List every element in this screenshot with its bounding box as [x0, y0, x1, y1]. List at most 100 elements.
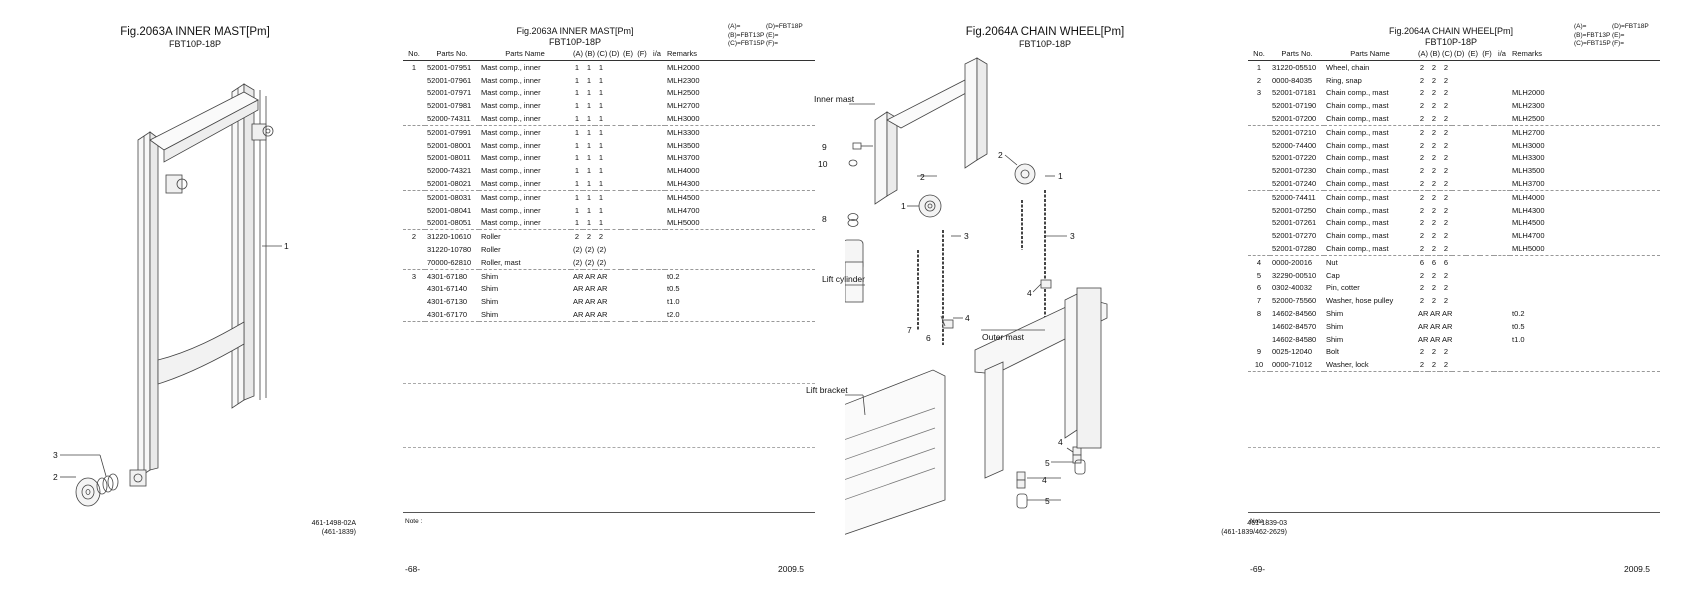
- part-number: 0000-71012: [1270, 358, 1324, 373]
- qty-d: [1452, 152, 1466, 165]
- issue-date: 2009.5: [778, 564, 804, 574]
- qty-f: [1480, 242, 1494, 256]
- interchangeability: [1494, 242, 1510, 256]
- col-ia: i/a: [1494, 47, 1510, 61]
- row-number: [403, 99, 425, 112]
- interchangeability: [649, 216, 665, 231]
- figure-title: Fig.2063A INNER MAST[Pm] FBT10P-18P: [95, 26, 295, 49]
- remarks: MLH3500: [1512, 166, 1545, 176]
- qty-e: [1466, 229, 1480, 242]
- qty-a: 1: [574, 140, 580, 150]
- qty-f: [635, 61, 649, 74]
- qty-b: 1: [583, 216, 595, 231]
- qty-c: 2: [1443, 140, 1449, 150]
- remarks: MLH2500: [667, 88, 700, 98]
- remarks: t1.0: [667, 297, 680, 307]
- qty-a: AR: [573, 297, 583, 307]
- qty-c: 1: [598, 88, 604, 98]
- figure-title: Fig.2064A CHAIN WHEEL[Pm] FBT10P-18P: [945, 26, 1145, 49]
- blank-row-divider: [403, 383, 815, 384]
- qty-b: 1: [586, 88, 592, 98]
- remarks: MLH2300: [1512, 101, 1545, 111]
- qty-b: 2: [1431, 101, 1437, 111]
- row-number: 10: [1248, 358, 1270, 373]
- qty-a: 1: [574, 166, 580, 176]
- part-number: 52001-07981: [427, 101, 472, 111]
- qty-b: 1: [586, 205, 592, 215]
- remarks: [1510, 74, 1660, 87]
- part-name: Mast comp., inner: [481, 140, 541, 150]
- qty-b: 2: [1428, 112, 1440, 126]
- note-divider: [403, 512, 815, 513]
- qty-f: [1480, 229, 1494, 242]
- qty-e: [1466, 346, 1480, 359]
- qty-f: [635, 269, 649, 282]
- part-name: Mast comp., inner: [481, 192, 541, 202]
- qty-e: [1466, 74, 1480, 87]
- qty-d: [1452, 112, 1466, 126]
- part-name: Chain comp., mast: [1326, 127, 1389, 137]
- interchangeability: [649, 295, 665, 308]
- remarks: MLH4300: [665, 177, 815, 191]
- qty-f: [635, 255, 649, 270]
- drawing-reference: 461-1498-02A (461-1839): [311, 520, 356, 536]
- remarks: MLH3500: [667, 140, 700, 150]
- qty-e: [1466, 87, 1480, 100]
- part-name: Chain comp., mast: [1324, 177, 1416, 191]
- qty-a: 1: [574, 127, 580, 137]
- qty-e: [1466, 177, 1480, 191]
- qty-e: [621, 308, 635, 322]
- part-name: Wheel, chain: [1326, 62, 1370, 72]
- qty-e: [1466, 99, 1480, 112]
- part-name: Cap: [1326, 270, 1340, 280]
- qty-e: [621, 74, 635, 87]
- remarks: [665, 255, 815, 270]
- part-number: 4301-67180: [427, 271, 468, 281]
- qty-d: [1452, 294, 1466, 307]
- qty-f: [635, 308, 649, 322]
- model-key-d: (D)=FBT18P: [766, 23, 803, 30]
- part-number: 52001-07190: [1272, 101, 1317, 111]
- qty-c: 2: [1443, 153, 1449, 163]
- part-name: Shim: [1326, 334, 1344, 344]
- qty-a: AR: [1418, 321, 1428, 331]
- remarks: [1510, 346, 1660, 359]
- remarks: MLH5000: [665, 216, 815, 231]
- qty-d: [607, 308, 621, 322]
- qty-c: 1: [598, 166, 604, 176]
- qty-c: 2: [1443, 75, 1449, 85]
- part-name: Chain comp., mast: [1326, 231, 1389, 241]
- qty-e: [1466, 269, 1480, 282]
- qty-a: 2: [1419, 62, 1425, 72]
- part-name: Roller, mast: [479, 255, 571, 270]
- figure-subtitle: FBT10P-18P: [1018, 39, 1072, 49]
- interchangeability: [1494, 112, 1510, 126]
- callout-9: 9: [822, 142, 827, 152]
- qty-c: 2: [1443, 88, 1449, 98]
- qty-e: [621, 216, 635, 231]
- qty-b: 6: [1431, 257, 1437, 267]
- qty-d: [607, 269, 621, 282]
- qty-b: 2: [1431, 127, 1437, 137]
- interchangeability: [1494, 61, 1510, 74]
- qty-c: 2: [1443, 62, 1449, 72]
- callout-6: 6: [926, 333, 931, 343]
- interchangeability: [649, 243, 665, 256]
- qty-f: [635, 204, 649, 217]
- remarks: MLH4500: [667, 192, 700, 202]
- qty-a: AR: [573, 284, 583, 294]
- label-inner-mast: Inner mast: [814, 94, 855, 104]
- row-number: 3: [1256, 88, 1262, 98]
- interchangeability: [649, 190, 665, 203]
- part-number: 52000-74321: [427, 166, 472, 176]
- qty-a: AR: [571, 308, 583, 322]
- qty-a: 6: [1419, 257, 1425, 267]
- qty-a: 1: [574, 153, 580, 163]
- qty-d: [607, 243, 621, 256]
- table-header-row: No. Parts No. Parts Name (A) (B) (C) (D)…: [403, 47, 815, 61]
- part-number: 52001-08011: [427, 153, 471, 163]
- interchangeability: [649, 112, 665, 126]
